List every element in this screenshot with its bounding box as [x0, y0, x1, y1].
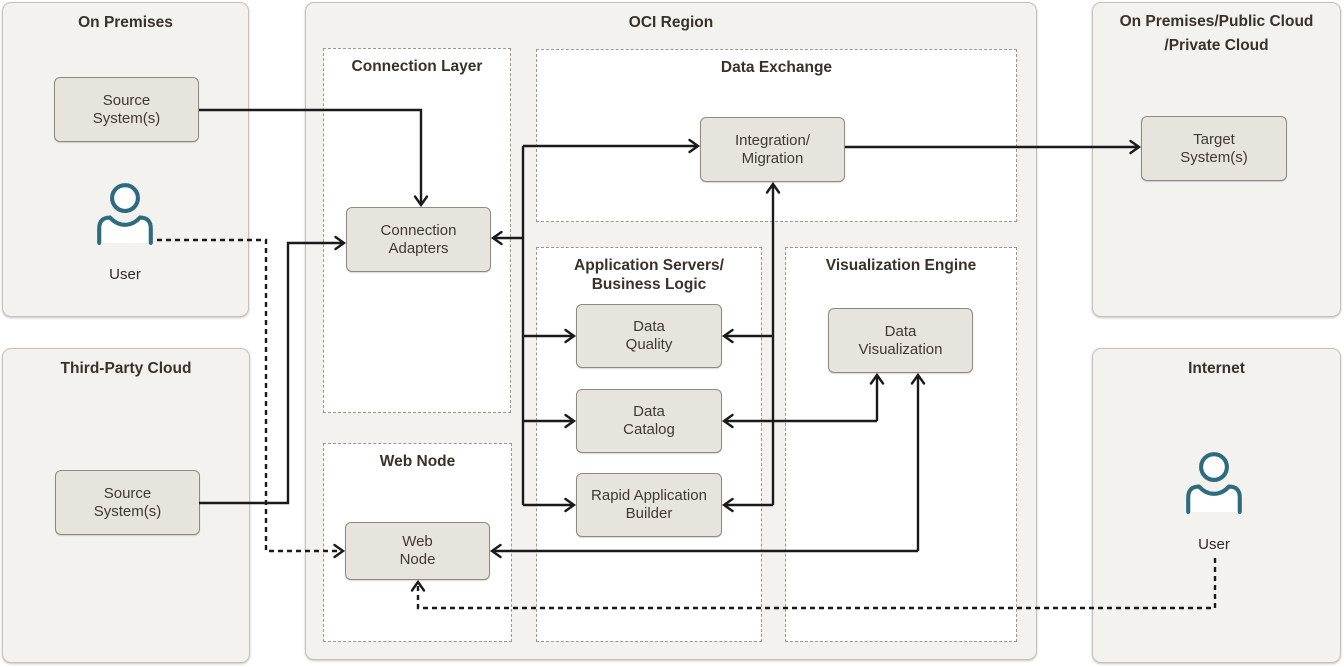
section-title-web-node: Web Node [379, 453, 456, 470]
user-label-onprem: User [109, 266, 141, 283]
node-source-thirdparty: Source System(s) [55, 470, 200, 535]
node-data-catalog: Data Catalog [576, 389, 722, 453]
node-data-quality: Data Quality [576, 304, 722, 368]
section-viz-engine: Visualization Engine [785, 247, 1017, 642]
node-target-systems: Target System(s) [1141, 116, 1287, 181]
node-web-node: Web Node [345, 522, 490, 580]
container-title-internet: Internet [1188, 360, 1245, 377]
container-title-oci-region: OCI Region [628, 14, 714, 31]
node-data-visualization: Data Visualization [828, 308, 973, 373]
container-title-third-party-cloud: Third-Party Cloud [60, 360, 192, 377]
node-connection-adapters: Connection Adapters [346, 207, 491, 272]
section-title-app-servers: Application Servers/ Business Logic [574, 257, 724, 293]
user-icon [97, 183, 153, 245]
user-label-internet: User [1198, 536, 1230, 553]
user-icon [1186, 452, 1242, 514]
node-source-onprem: Source System(s) [54, 77, 199, 142]
section-title-connection-layer: Connection Layer [351, 58, 483, 75]
container-title-target-cloud: On Premises/Public Cloud /Private Cloud [1119, 13, 1314, 55]
node-rapid-app-builder: Rapid Application Builder [576, 473, 722, 537]
node-integration-migration: Integration/ Migration [700, 117, 845, 182]
container-title-on-premises: On Premises [78, 14, 173, 31]
section-title-viz-engine: Visualization Engine [825, 257, 977, 274]
section-title-data-exchange: Data Exchange [720, 59, 833, 76]
